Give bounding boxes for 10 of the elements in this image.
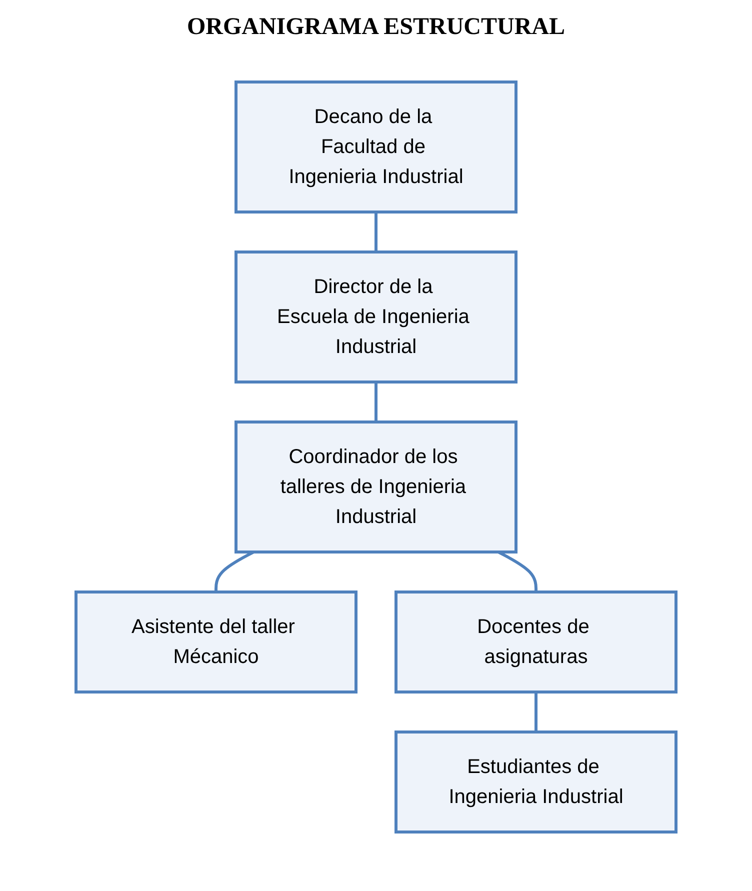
node-box: Estudiantes de Ingenieria Industrial	[394, 730, 678, 834]
node-box: Decano de la Facultad de Ingenieria Industrial	[234, 80, 518, 214]
connector	[374, 212, 378, 252]
diagram-title: ORGANIGRAMA ESTRUCTURAL	[186, 14, 566, 41]
node-box: Asistente del taller Mécanico	[74, 590, 358, 694]
connector	[534, 692, 538, 732]
node-box: Director de la Escuela de Ingenieria Industrial	[234, 250, 518, 384]
node-box: Coordinador de los talleres de Ingenieria Industrial	[234, 420, 518, 554]
connector	[374, 382, 378, 422]
node-box: Docentes de asignaturas	[394, 590, 678, 694]
